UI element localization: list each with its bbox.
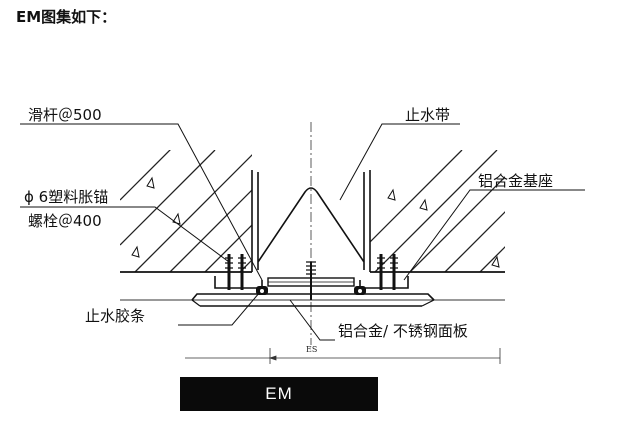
leader-water-band: [339, 123, 460, 201]
slide-rod: [267, 261, 355, 300]
leader-lines: [20, 123, 585, 341]
cover-plate: [191, 293, 435, 307]
label-alloy-base: 铝合金基座: [478, 172, 553, 190]
page-title: EM图集如下：: [16, 8, 117, 26]
rubber-strip-right: [354, 286, 366, 295]
label-water-band: 止水带: [405, 106, 450, 124]
label-es: ES: [306, 345, 317, 354]
water-stop-band: [257, 172, 365, 270]
label-rubber-strip: 止水胶条: [85, 307, 145, 325]
es-dimension: [185, 348, 501, 364]
model-name-bar: EM: [180, 377, 378, 411]
leader-base: [403, 189, 585, 281]
label-cover-plate: 铝合金/ 不锈钢面板: [338, 322, 468, 340]
leader-anchor: [20, 206, 230, 263]
leader-slide-rod: [20, 123, 263, 281]
rubber-strip-left: [256, 286, 268, 295]
anchor-bolt-right-2: [390, 254, 398, 290]
label-slide-rod: 滑杆＠500: [28, 106, 102, 124]
leader-rubber-strip: [178, 291, 261, 326]
alloy-base-left: [214, 276, 263, 289]
leader-cover-plate: [289, 299, 335, 341]
anchor-bolt-left-1: [225, 254, 233, 290]
alloy-base-right: [359, 276, 409, 289]
anchor-bolt-right-1: [377, 254, 385, 290]
right-concrete-slab: [369, 150, 505, 273]
anchor-bolt-left-2: [238, 254, 246, 290]
label-anchor-line2: 螺栓＠400: [28, 212, 102, 230]
label-anchor-line1: ϕ 6塑料胀锚: [24, 188, 108, 206]
